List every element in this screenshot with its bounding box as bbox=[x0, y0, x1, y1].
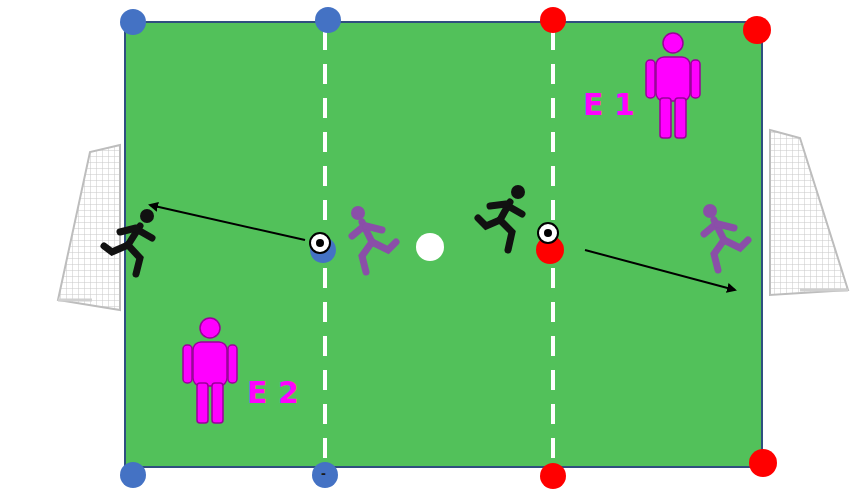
pitch bbox=[125, 22, 762, 467]
defender bbox=[351, 206, 396, 272]
attacker bbox=[104, 209, 154, 274]
coach-figure bbox=[183, 318, 237, 423]
coach-figure bbox=[646, 33, 700, 138]
center-spot bbox=[416, 233, 444, 261]
pass-arrow bbox=[150, 205, 305, 240]
blue-cones bbox=[120, 7, 341, 488]
cone-mark: - bbox=[321, 468, 326, 480]
ball bbox=[310, 223, 558, 253]
red-cones bbox=[536, 7, 777, 489]
left-goal bbox=[58, 145, 120, 310]
right-goal bbox=[770, 130, 848, 295]
coach-label: E 1 bbox=[583, 90, 635, 120]
defender bbox=[703, 204, 748, 270]
coach-label: E 2 bbox=[247, 378, 299, 408]
attacker bbox=[478, 185, 525, 250]
